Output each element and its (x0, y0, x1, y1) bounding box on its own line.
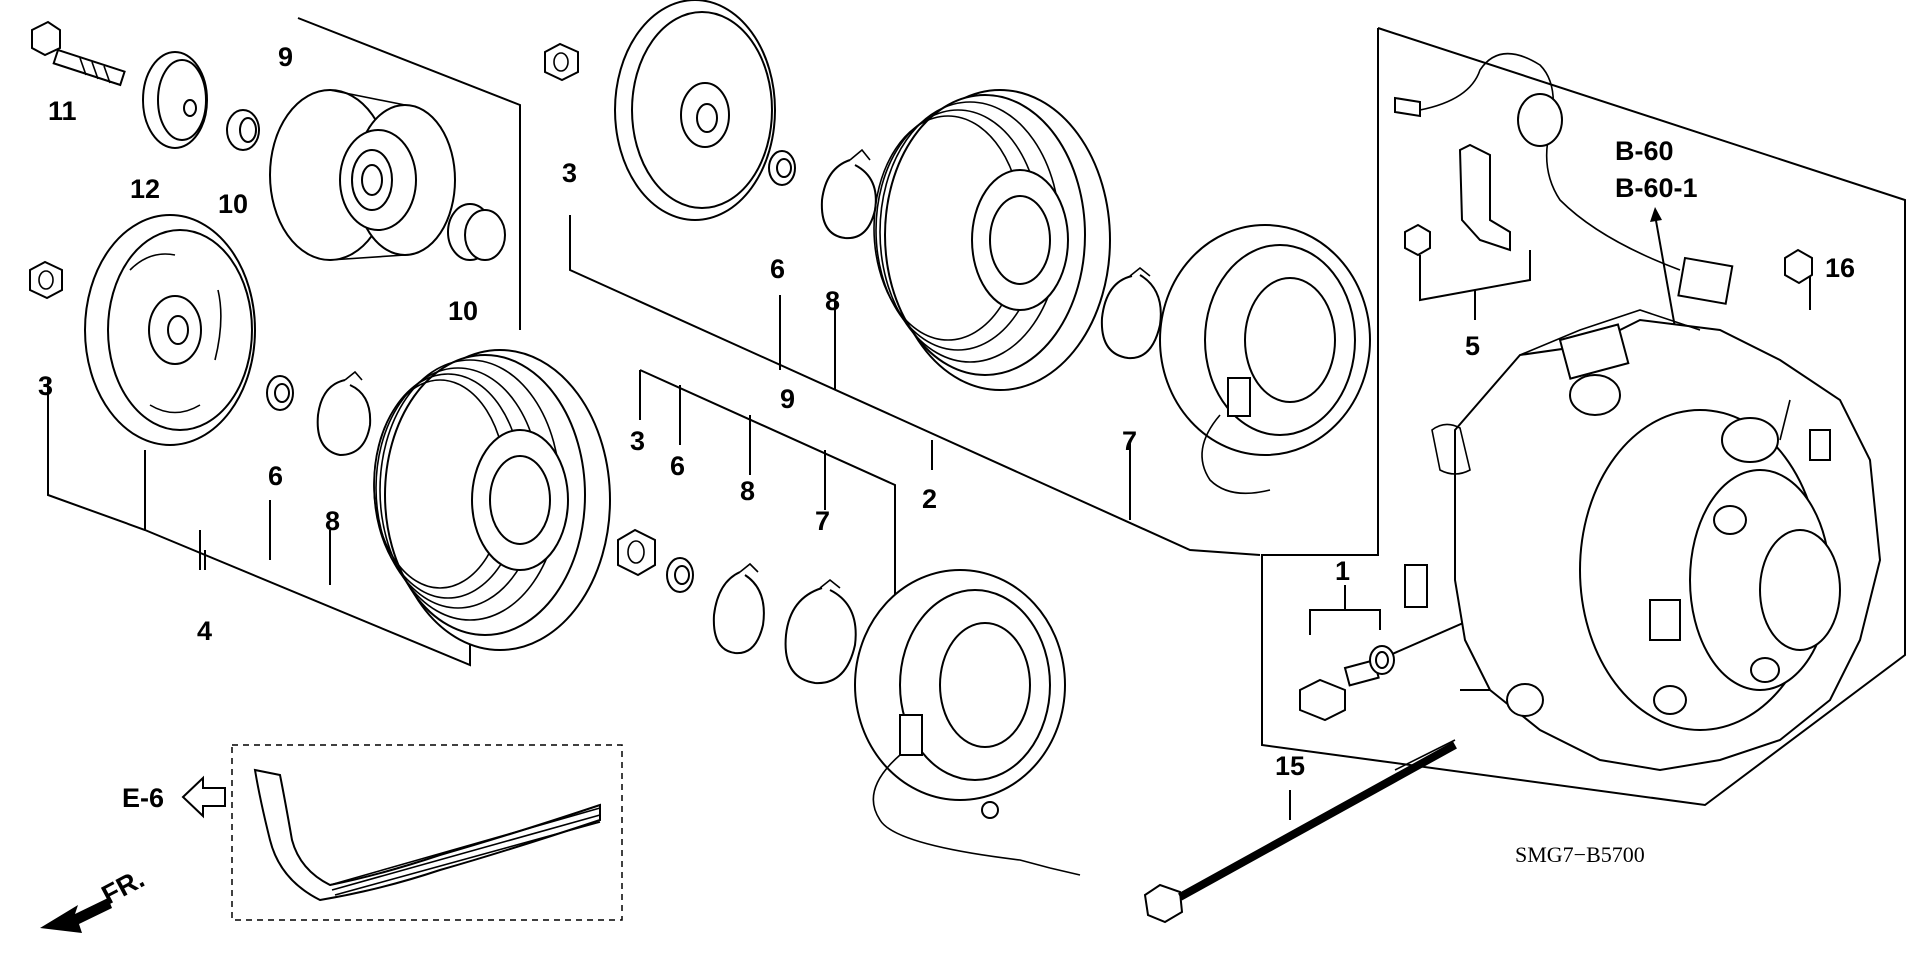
part-switch-1 (1299, 564, 1428, 722)
callout-12: 10 (218, 189, 248, 219)
part-wire-harness (1394, 52, 1734, 305)
part-clutch-plate-top (614, 0, 776, 221)
callout-labels: 11 12 10 9 10 3 6 8 4 3 6 8 7 2 9 3 6 8 … (38, 42, 1855, 910)
part-shim-6-top (768, 150, 796, 186)
part-washer-14 (142, 51, 208, 149)
part-shim-6-left (266, 375, 294, 411)
callout-15: 15 (1275, 751, 1305, 781)
part-long-bolt-15 (1143, 739, 1457, 924)
part-bracket-5 (1404, 143, 1511, 257)
callout-3-mid: 3 (630, 426, 645, 456)
callout-11: 10 (448, 296, 478, 326)
part-snap-ring-8-left (316, 370, 372, 457)
part-bolt-13 (31, 20, 126, 87)
part-nut-3-mid (617, 528, 656, 577)
part-nut-3-top (544, 42, 579, 82)
callout-1: 1 (1335, 556, 1350, 586)
callout-8-left: 8 (325, 506, 340, 536)
callout-8-top: 8 (825, 286, 840, 316)
callout-5: 5 (1465, 331, 1480, 361)
part-compressor-body (1431, 309, 1882, 772)
part-snap-ring-8-mid (712, 562, 765, 655)
part-pulley-left (373, 349, 611, 651)
callout-6-mid: 6 (670, 451, 685, 481)
callout-10: 9 (278, 42, 293, 72)
part-snap-ring-7-mid (784, 578, 857, 685)
callout-14: 12 (130, 174, 160, 204)
diagram-code: SMG7−B5700 (1515, 842, 1645, 867)
part-drive-belt-box (231, 744, 623, 921)
part-collar-12 (226, 109, 260, 151)
part-snap-ring-8-top (820, 148, 877, 240)
callout-6-top: 6 (770, 254, 785, 284)
e6-arrow-icon (181, 775, 226, 819)
callout-3-top: 3 (562, 158, 577, 188)
callout-2: 2 (922, 484, 937, 514)
callout-8-mid: 8 (740, 476, 755, 506)
callout-6-left: 6 (268, 461, 283, 491)
part-nut-16 (1784, 248, 1813, 285)
part-cap-11 (447, 203, 506, 261)
callout-4: 4 (197, 616, 212, 646)
callout-7-mid: 7 (815, 506, 830, 536)
part-shim-6-mid (666, 557, 694, 593)
part-field-coil-mid (854, 569, 1081, 876)
part-clutch-plate-left (84, 214, 256, 446)
callout-7-top: 7 (1122, 426, 1137, 456)
callout-16: 16 (1825, 253, 1855, 283)
callout-9: 9 (780, 384, 795, 414)
ref-b-60[interactable]: B-60 (1615, 136, 1674, 166)
ref-e-6[interactable]: E-6 (122, 783, 164, 813)
part-snap-ring-7-top (1100, 266, 1162, 360)
callout-13: 11 (48, 96, 77, 126)
ref-b-60-1[interactable]: B-60-1 (1615, 173, 1698, 203)
callout-3-left: 3 (38, 371, 53, 401)
front-direction-arrow-icon (40, 898, 112, 933)
part-field-coil-top (1159, 224, 1371, 495)
part-idler-pulley-10 (269, 89, 456, 261)
part-nut-3-left (29, 260, 63, 300)
part-pulley-top (873, 89, 1111, 391)
